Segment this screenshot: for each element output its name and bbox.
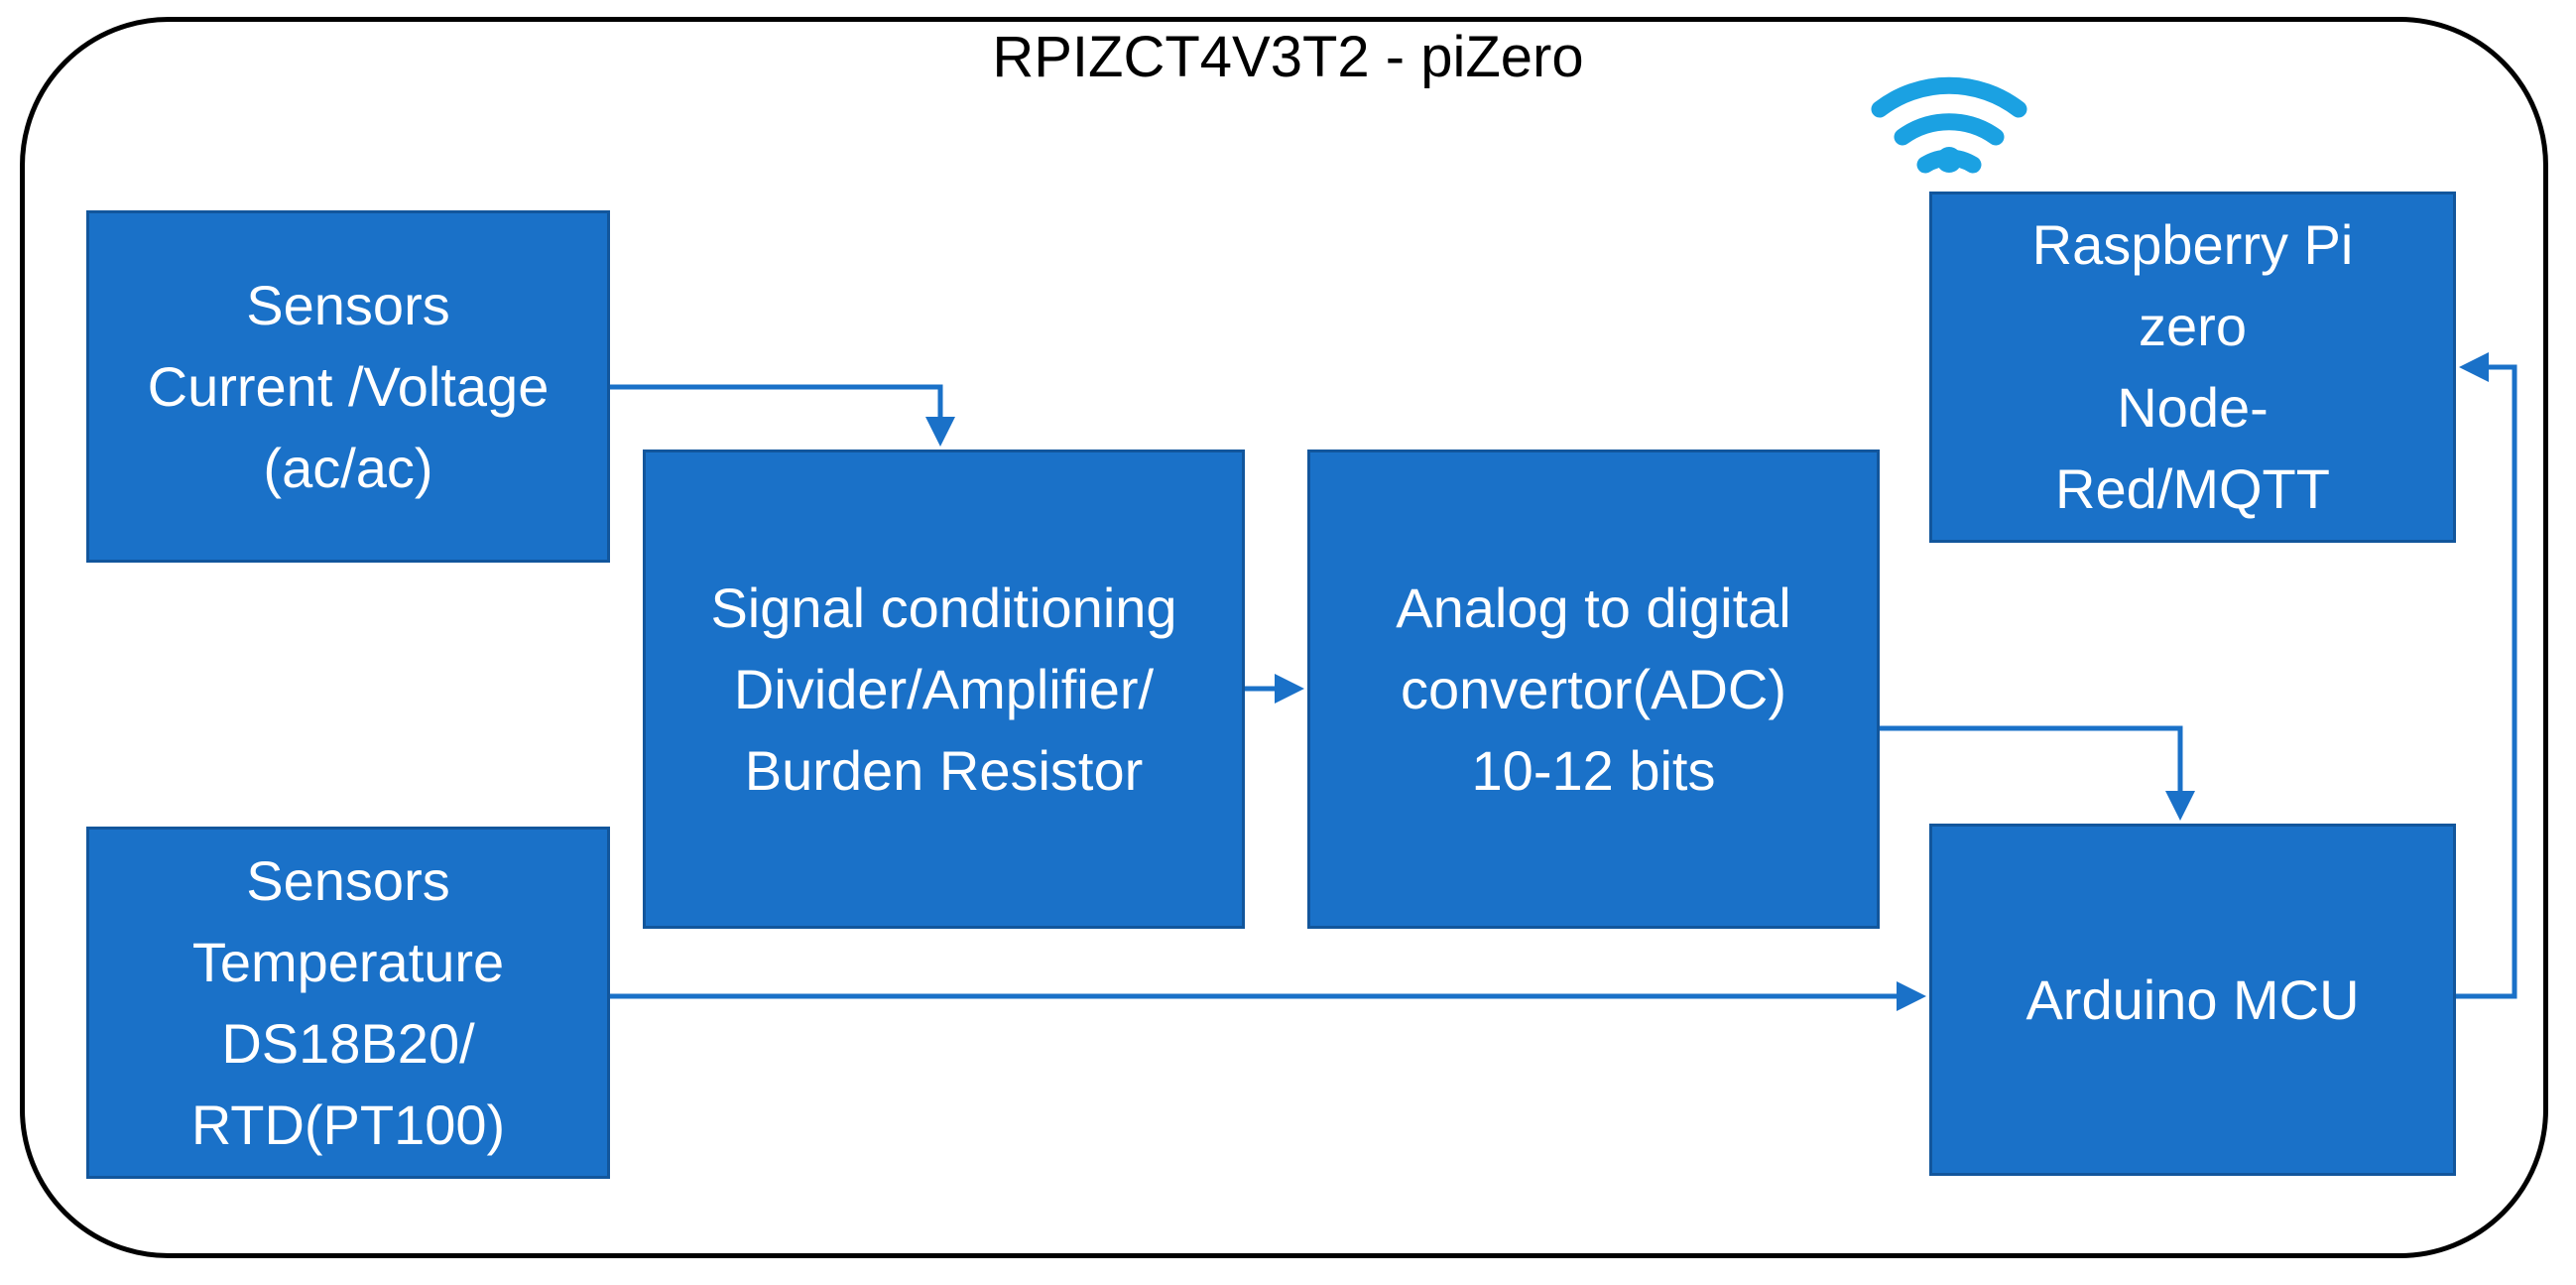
diagram-title: RPIZCT4V3T2 - piZero: [992, 25, 1584, 89]
block-line: convertor(ADC): [1401, 657, 1786, 720]
block-line: (ac/ac): [263, 436, 433, 499]
sensors-current-voltage-block: Sensors Current /Voltage (ac/ac): [86, 210, 610, 563]
block-line: 10-12 bits: [1471, 738, 1716, 802]
block-line: RTD(PT100): [190, 1092, 506, 1156]
adc-block: Analog to digital convertor(ADC) 10-12 b…: [1307, 450, 1880, 929]
block-line: Temperature: [191, 930, 505, 993]
signal-conditioning-block: Signal conditioning Divider/Amplifier/ B…: [643, 450, 1245, 929]
block-line: Signal conditioning: [710, 576, 1177, 639]
block-line: Analog to digital: [1396, 576, 1791, 639]
block-line: DS18B20/: [221, 1011, 475, 1075]
block-line: zero: [2139, 295, 2247, 357]
block-line: Arduino MCU: [2025, 967, 2360, 1031]
block-line: Divider/Amplifier/: [733, 657, 1155, 720]
arduino-mcu-block: Arduino MCU: [1929, 824, 2456, 1176]
block-line: Raspberry Pi: [2031, 213, 2354, 276]
block-line: Burden Resistor: [744, 738, 1144, 802]
sensors-temperature-block: Sensors Temperature DS18B20/ RTD(PT100): [86, 827, 610, 1179]
block-line: Red/MQTT: [2055, 457, 2330, 520]
block-line: Node-: [2117, 376, 2269, 439]
raspberry-pi-block: Raspberry Pi zero Node- Red/MQTT: [1929, 192, 2456, 543]
block-line: Sensors: [246, 273, 450, 336]
block-line: Current /Voltage: [147, 354, 550, 418]
block-line: Sensors: [246, 848, 450, 912]
